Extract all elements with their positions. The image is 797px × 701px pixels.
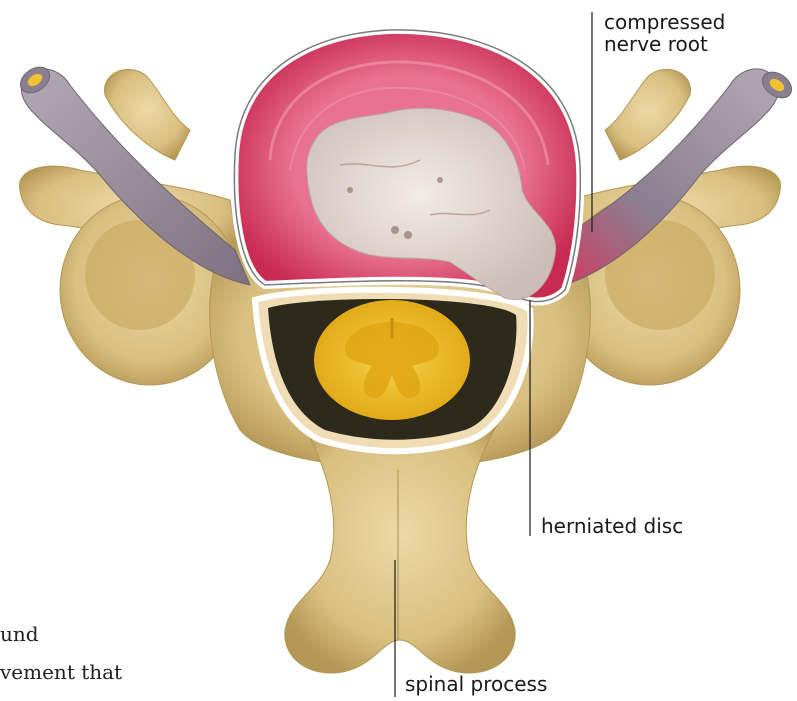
spinal-process-label: spinal process: [405, 673, 547, 695]
nerve-root-label-line-1: compressed: [604, 11, 725, 33]
nerve-root-label: compressed nerve root: [604, 11, 725, 55]
cropped-text-line-2: vement that: [0, 660, 122, 684]
nerve-root-label-line-2: nerve root: [604, 33, 725, 55]
intervertebral-disc: [234, 30, 580, 302]
herniated-disc-label: herniated disc: [541, 515, 683, 537]
cropped-text-line-1: und: [0, 622, 39, 646]
